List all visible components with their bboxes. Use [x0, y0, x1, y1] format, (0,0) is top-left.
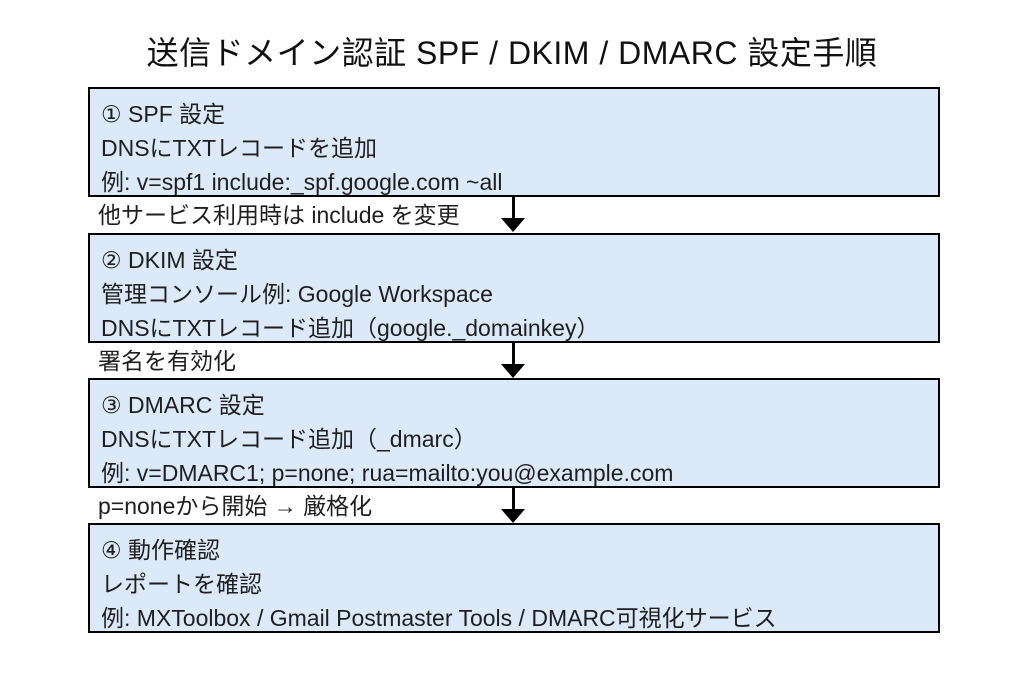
- arrow-shaft: [511, 197, 515, 220]
- arrow-head: [501, 218, 525, 232]
- step-box-dkim: ② DKIM 設定 管理コンソール例: Google Workspace DNS…: [88, 233, 940, 343]
- arrow-shaft: [511, 343, 515, 366]
- step-heading: ① SPF 設定: [101, 101, 226, 127]
- connector-label-spf-to-dkim: 他サービス利用時は include を変更: [98, 202, 460, 228]
- arrow-down-icon: [501, 343, 525, 379]
- diagram-title: 送信ドメイン認証 SPF / DKIM / DMARC 設定手順: [146, 35, 878, 71]
- step-line: DNSにTXTレコード追加（google._domainkey）: [101, 315, 600, 341]
- arrow-down-icon: [501, 488, 525, 524]
- arrow-head: [501, 364, 525, 378]
- step-line: DNSにTXTレコード追加（_dmarc）: [101, 426, 477, 452]
- connector-label-dmarc-to-verify: p=noneから開始 → 厳格化: [98, 493, 373, 519]
- step-box-dmarc: ③ DMARC 設定 DNSにTXTレコード追加（_dmarc） 例: v=DM…: [88, 378, 940, 488]
- step-line: DNSにTXTレコードを追加: [101, 135, 377, 161]
- step-heading: ③ DMARC 設定: [101, 392, 265, 418]
- step-line: 例: MXToolbox / Gmail Postmaster Tools / …: [101, 605, 777, 631]
- step-box-verify: ④ 動作確認 レポートを確認 例: MXToolbox / Gmail Post…: [88, 523, 940, 633]
- arrow-down-icon: [501, 197, 525, 233]
- step-heading: ④ 動作確認: [101, 537, 221, 563]
- step-box-spf: ① SPF 設定 DNSにTXTレコードを追加 例: v=spf1 includ…: [88, 87, 940, 197]
- arrow-head: [501, 509, 525, 523]
- step-line: レポートを確認: [101, 571, 262, 597]
- step-line: 例: v=spf1 include:_spf.google.com ~all: [101, 169, 503, 195]
- step-heading: ② DKIM 設定: [101, 247, 238, 273]
- arrow-shaft: [511, 488, 515, 511]
- connector-label-dkim-to-dmarc: 署名を有効化: [98, 348, 236, 374]
- step-line: 管理コンソール例: Google Workspace: [101, 281, 493, 307]
- step-line: 例: v=DMARC1; p=none; rua=mailto:you@exam…: [101, 460, 674, 486]
